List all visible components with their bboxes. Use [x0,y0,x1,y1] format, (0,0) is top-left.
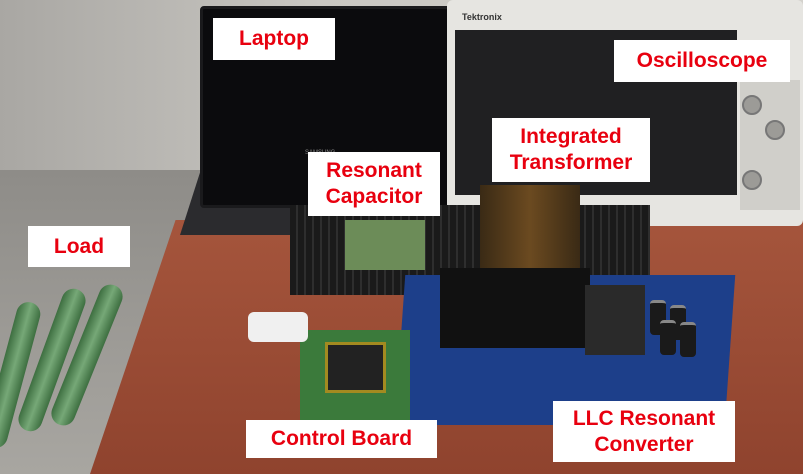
label-line: LLC Resonant [572,406,716,430]
processor-chip [325,342,386,393]
knob-icon [742,95,762,115]
capacitor-icon [660,320,676,355]
label-load: Load [28,226,130,267]
label-line: Converter [594,432,694,456]
label-line: Capacitor [325,185,423,208]
knob-icon [765,120,785,140]
label-line: Transformer [509,151,633,174]
label-laptop: Laptop [213,18,335,60]
label-line: Integrated [520,125,622,148]
inductor [585,285,645,355]
usb-adapter [248,312,308,342]
scope-brand: Tektronix [462,12,502,22]
capacitor-icon [680,322,696,357]
label-integrated-transformer: Integrated Transformer [492,118,650,182]
label-line: Resonant [326,159,422,182]
transformer-modules [440,268,590,348]
label-control-board: Control Board [246,420,437,458]
integrated-transformer [480,185,580,275]
label-oscilloscope: Oscilloscope [614,40,790,82]
resonant-capacitor [345,220,425,270]
knob-icon [742,170,762,190]
label-llc-converter: LLC Resonant Converter [553,401,735,462]
label-resonant-capacitor: Resonant Capacitor [308,152,440,216]
